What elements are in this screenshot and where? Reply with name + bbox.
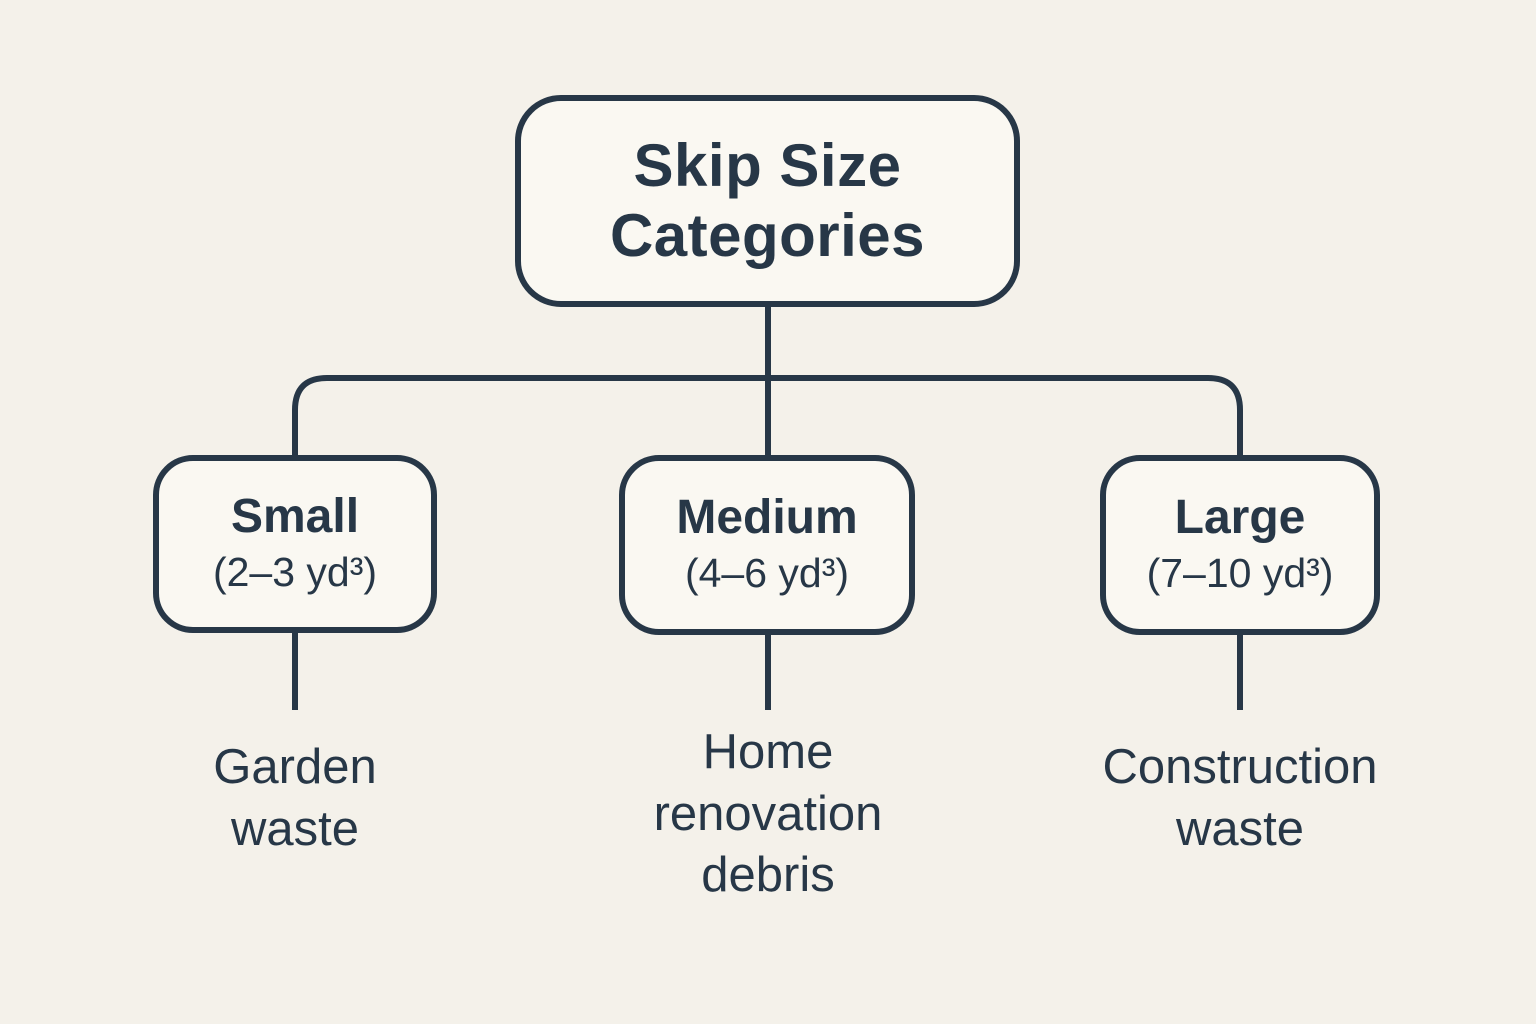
- branch-medium-name: Medium: [676, 491, 858, 544]
- connector-branch-bar: [292, 375, 1243, 455]
- diagram-title: Skip Size Categories: [609, 132, 926, 269]
- branch-medium-description: Home renovation debris: [653, 725, 883, 903]
- branch-large-capacity: (7–10 yd³): [1146, 549, 1334, 596]
- branch-small-capacity: (2–3 yd³): [212, 548, 378, 595]
- branch-large-name: Large: [1174, 491, 1306, 544]
- branch-medium-capacity: (4–6 yd³): [684, 549, 850, 596]
- branch-small-description: Garden waste: [213, 740, 377, 856]
- branch-large-description: Construction waste: [1102, 740, 1378, 856]
- branch-node-large: Large (7–10 yd³): [1100, 455, 1380, 635]
- branch-node-medium: Medium (4–6 yd³): [619, 455, 915, 635]
- branch-small-name: Small: [230, 490, 360, 543]
- branch-node-small: Small (2–3 yd³): [153, 455, 437, 633]
- root-node: Skip Size Categories: [515, 95, 1020, 307]
